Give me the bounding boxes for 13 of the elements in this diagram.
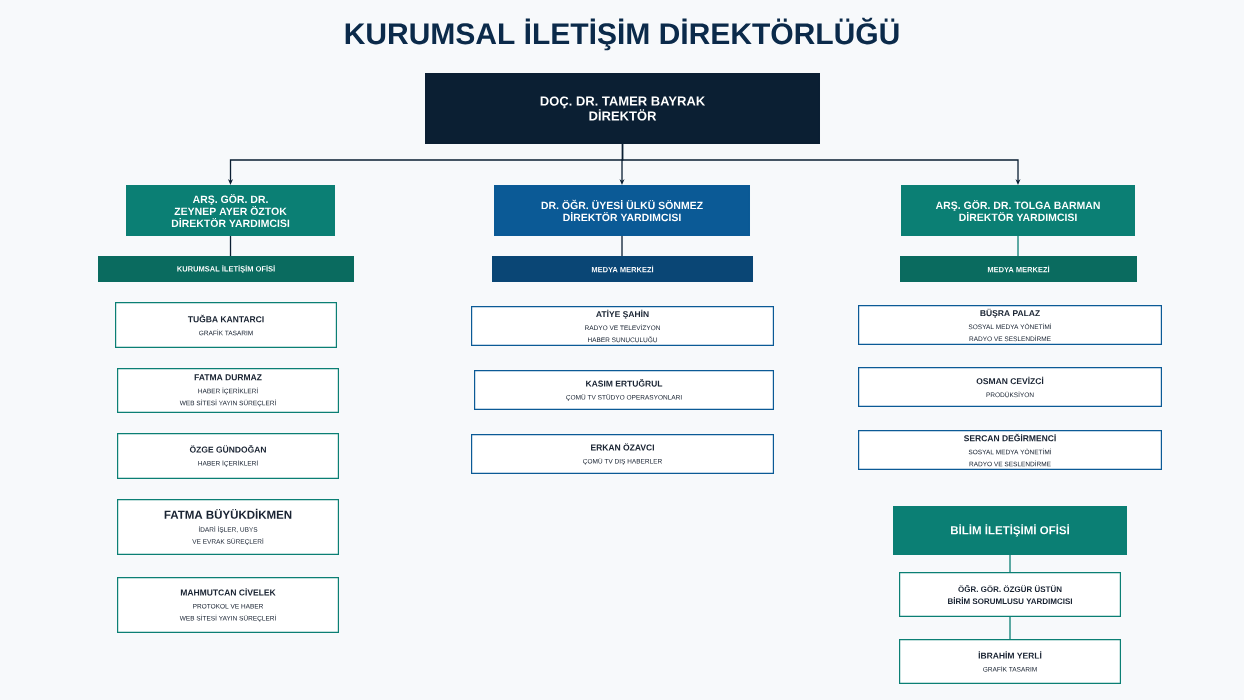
staff-box: ÖĞR. GÖR. ÖZGÜR ÜSTÜN BİRİM SORUMLUSU YARDIMCISI <box>899 572 1121 617</box>
deputy-box: ARŞ. GÖR. DR. ZEYNEP AYER ÖZTOK DİREKTÖR YARDIMCISI <box>126 185 335 236</box>
director-box: DOÇ. DR. TAMER BAYRAK DİREKTÖR <box>425 73 820 144</box>
deputy-box: ARŞ. GÖR. DR. TOLGA BARMAN DİREKTÖR YARDIMCISI <box>901 185 1135 236</box>
deputy-box: DR. ÖĞR. ÜYESİ ÜLKÜ SÖNMEZ DİREKTÖR YARDIMCISI <box>494 185 750 236</box>
connector <box>1009 554 1011 573</box>
connector <box>621 235 623 257</box>
connector <box>229 235 232 257</box>
office-box: BİLİM İLETİŞİMİ OFİSİ <box>893 505 1127 555</box>
title: KURUMSAL İLETİŞİM DİREKTÖRLÜĞÜ <box>345 17 899 51</box>
connector <box>1017 235 1019 257</box>
connector <box>1009 616 1011 640</box>
connector <box>621 143 1021 185</box>
